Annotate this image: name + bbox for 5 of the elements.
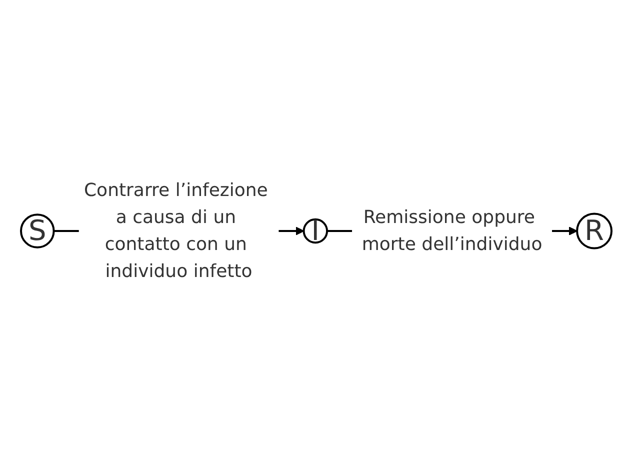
edge-label: Contrarre l’infezione a causa di un contatto con un individuo infetto	[84, 180, 268, 282]
edge-label: Remissione oppure morte dell’individuo	[362, 207, 542, 255]
node-circle: I	[302, 218, 328, 244]
node-circle: R	[576, 212, 612, 250]
node-circle: S	[20, 214, 55, 248]
